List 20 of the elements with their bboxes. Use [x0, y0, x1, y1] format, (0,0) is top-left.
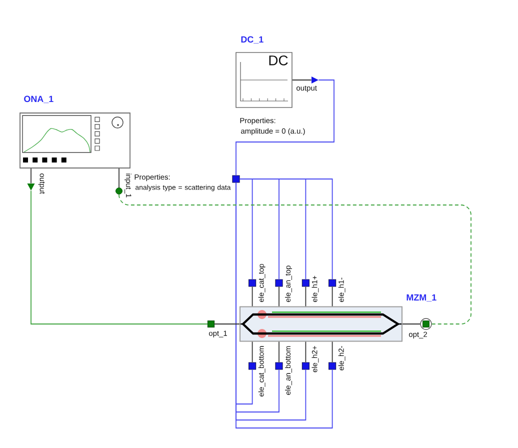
component-label: DC_1 — [241, 36, 264, 44]
component-label: MZM_1 — [406, 294, 436, 302]
connector-line — [30, 168, 32, 184]
junction-square — [232, 175, 240, 183]
connector-line — [305, 286, 306, 307]
connector-line — [332, 341, 333, 363]
connector-line — [305, 341, 306, 363]
connector-line — [236, 80, 334, 176]
connector-line — [252, 341, 253, 363]
connector-line — [236, 182, 333, 428]
dashed-line — [118, 194, 472, 324]
signal-source-box: DC — [236, 52, 292, 108]
connector-line — [118, 168, 120, 188]
connector-line — [30, 190, 208, 324]
connector-line — [278, 341, 280, 363]
connector-line — [278, 286, 280, 307]
connector-line — [252, 286, 253, 307]
component-label: ONA_1 — [24, 96, 54, 104]
connector-line — [239, 178, 333, 280]
connector-line — [332, 286, 333, 307]
